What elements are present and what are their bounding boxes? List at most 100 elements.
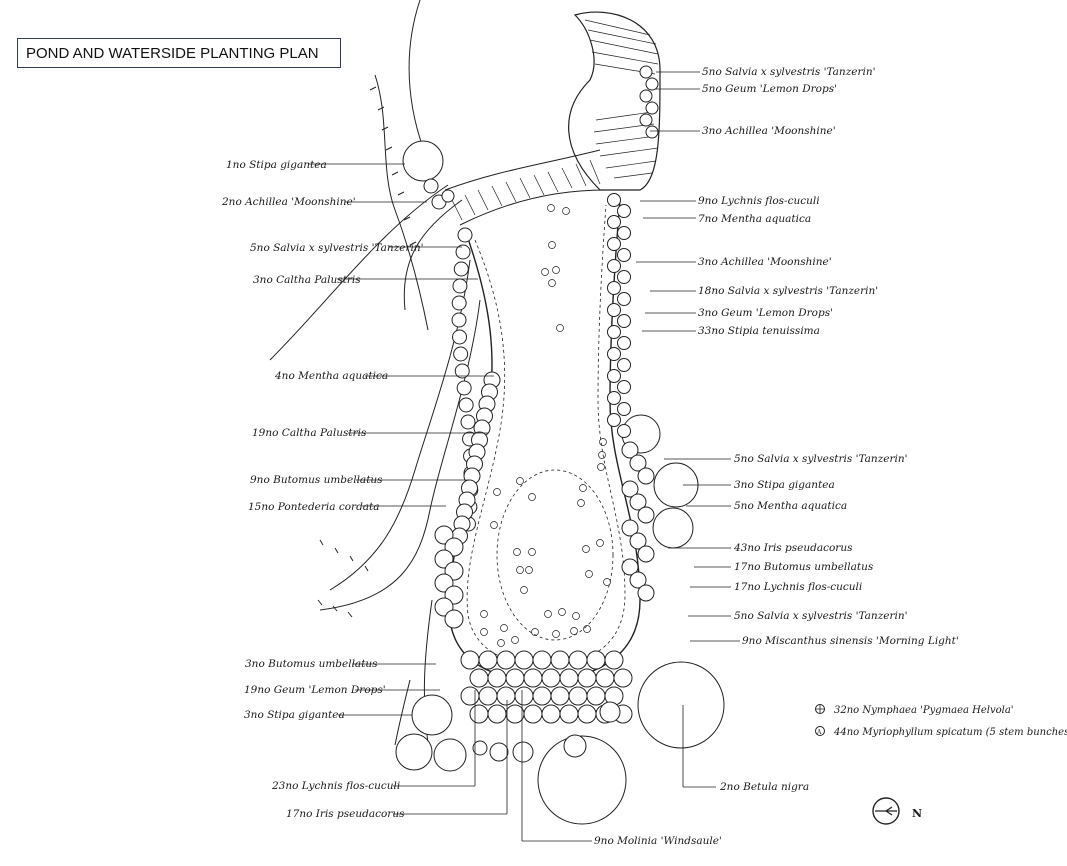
aquatic-plant-symbol [573, 613, 580, 620]
aquatic-plant-symbol [599, 452, 606, 459]
marginal-plant-symbol [638, 585, 654, 601]
label-right-6: 3no Achillea 'Moonshine' [698, 256, 832, 268]
label-right-10: 5no Salvia x sylvestris 'Tanzerin' [734, 453, 907, 465]
perennial-symbol [458, 228, 472, 242]
label-left-10: 19no Geum 'Lemon Drops' [244, 684, 386, 696]
perennial-symbol [452, 313, 466, 327]
label-right-15: 17no Lychnis flos-cuculi [734, 581, 862, 593]
grass-symbol [506, 669, 524, 687]
grass-symbol [596, 669, 614, 687]
aquatic-plant-symbol [521, 587, 528, 594]
perennial-symbol [457, 381, 471, 395]
grass-symbol [513, 742, 533, 762]
grass-symbol [490, 743, 508, 761]
perennial-symbol [452, 296, 466, 310]
grass-symbol [578, 669, 596, 687]
grass-symbol [569, 687, 587, 705]
label-right-17: 9no Miscanthus sinensis 'Morning Light' [742, 635, 959, 647]
perennial-symbol [608, 260, 621, 273]
aquatic-plant-symbol [553, 267, 560, 274]
label-left-13: 17no Iris pseudacorus [286, 808, 405, 820]
label-right-5: 7no Mentha aquatica [698, 213, 811, 225]
aquatic-plant-symbol [481, 629, 488, 636]
aquatic-plant-symbol [597, 540, 604, 547]
aquatic-plant-symbol [600, 439, 607, 446]
aquatic-plant-symbol [545, 611, 552, 618]
grass-symbol [600, 702, 620, 722]
grass-symbol [551, 651, 569, 669]
label-right-3: 3no Achillea 'Moonshine' [702, 125, 836, 137]
perennial-symbol [640, 66, 652, 78]
aquatic-plant-symbol [571, 628, 578, 635]
perennial-symbol [618, 205, 631, 218]
perennial-symbol [461, 415, 475, 429]
perennial-symbol [442, 190, 454, 202]
marginal-plant-symbol [445, 610, 463, 628]
tree-symbol [396, 734, 432, 770]
label-right-8: 3no Geum 'Lemon Drops' [698, 307, 833, 319]
tree-symbol [653, 508, 693, 548]
grass-symbol [533, 651, 551, 669]
perennial-symbol [608, 326, 621, 339]
label-right-1: 5no Salvia x sylvestris 'Tanzerin' [702, 66, 875, 78]
perennial-symbol [459, 398, 473, 412]
grass-symbol [461, 651, 479, 669]
label-right-7: 18no Salvia x sylvestris 'Tanzerin' [698, 285, 878, 297]
aquatic-plant-symbol [517, 478, 524, 485]
perennial-symbol [454, 347, 468, 361]
myriophyllum-key-letter: A [816, 729, 822, 736]
grass-symbol [470, 669, 488, 687]
perennial-symbol [608, 238, 621, 251]
grass-symbol [551, 687, 569, 705]
marginal-plant-symbol [638, 546, 654, 562]
tree-symbol [638, 662, 724, 748]
label-right-14: 17no Butomus umbellatus [734, 561, 874, 573]
grass-symbol [488, 705, 506, 723]
legend: 32no Nymphaea 'Pygmaea Helvola' A 44no M… [816, 705, 1067, 739]
grass-symbol [524, 669, 542, 687]
grass-symbol [506, 705, 524, 723]
label-right-16: 5no Salvia x sylvestris 'Tanzerin' [734, 610, 907, 622]
aquatic-plant-symbol [514, 549, 521, 556]
aquatic-plant-symbol [553, 631, 560, 638]
aquatic-plant-symbol [517, 567, 524, 574]
grass-symbol [614, 669, 632, 687]
perennial-symbol [608, 282, 621, 295]
label-left-7: 9no Butomus umbellatus [250, 474, 383, 486]
bottom-labels: 2no Betula nigra 9no Molinia 'Windsaule' [594, 781, 809, 847]
aquatic-plant-symbol [559, 609, 566, 616]
perennial-symbol [608, 304, 621, 317]
grass-symbol [461, 687, 479, 705]
label-left-9: 3no Butomus umbellatus [245, 658, 378, 670]
top-deck-area [445, 12, 660, 225]
perennial-symbol [618, 249, 631, 262]
perennial-symbol [618, 381, 631, 394]
north-label: N [912, 807, 922, 820]
label-left-8: 15no Pontederia cordata [248, 501, 380, 513]
aquatic-plant-symbol [512, 637, 519, 644]
aquatic-plant-symbol [604, 579, 611, 586]
grass-symbol [497, 651, 515, 669]
aquatic-plant-symbol [549, 242, 556, 249]
grass-symbol [569, 651, 587, 669]
perennial-symbol [646, 126, 658, 138]
tree-symbol [412, 695, 452, 735]
perennial-symbol [608, 348, 621, 361]
label-right-4: 9no Lychnis flos-cuculi [698, 195, 820, 207]
perennial-symbol [618, 315, 631, 328]
aquatic-plant-symbol [580, 485, 587, 492]
grass-symbol [542, 705, 560, 723]
perennial-symbol [618, 227, 631, 240]
left-labels: 1no Stipa gigantea 2no Achillea 'Moonshi… [221, 159, 423, 820]
perennial-symbol [608, 392, 621, 405]
tree-symbol [434, 739, 466, 771]
plan-title-text: POND AND WATERSIDE PLANTING PLAN [26, 45, 319, 62]
label-left-11: 3no Stipa gigantea [244, 709, 345, 721]
label-right-13: 43no Iris pseudacorus [733, 542, 853, 554]
label-left-12: 23no Lychnis flos-cuculi [271, 780, 400, 792]
aquatic-plant-symbol [578, 500, 585, 507]
perennial-symbol [618, 403, 631, 416]
key-nymphaea: 32no Nymphaea 'Pygmaea Helvola' [834, 705, 1014, 716]
